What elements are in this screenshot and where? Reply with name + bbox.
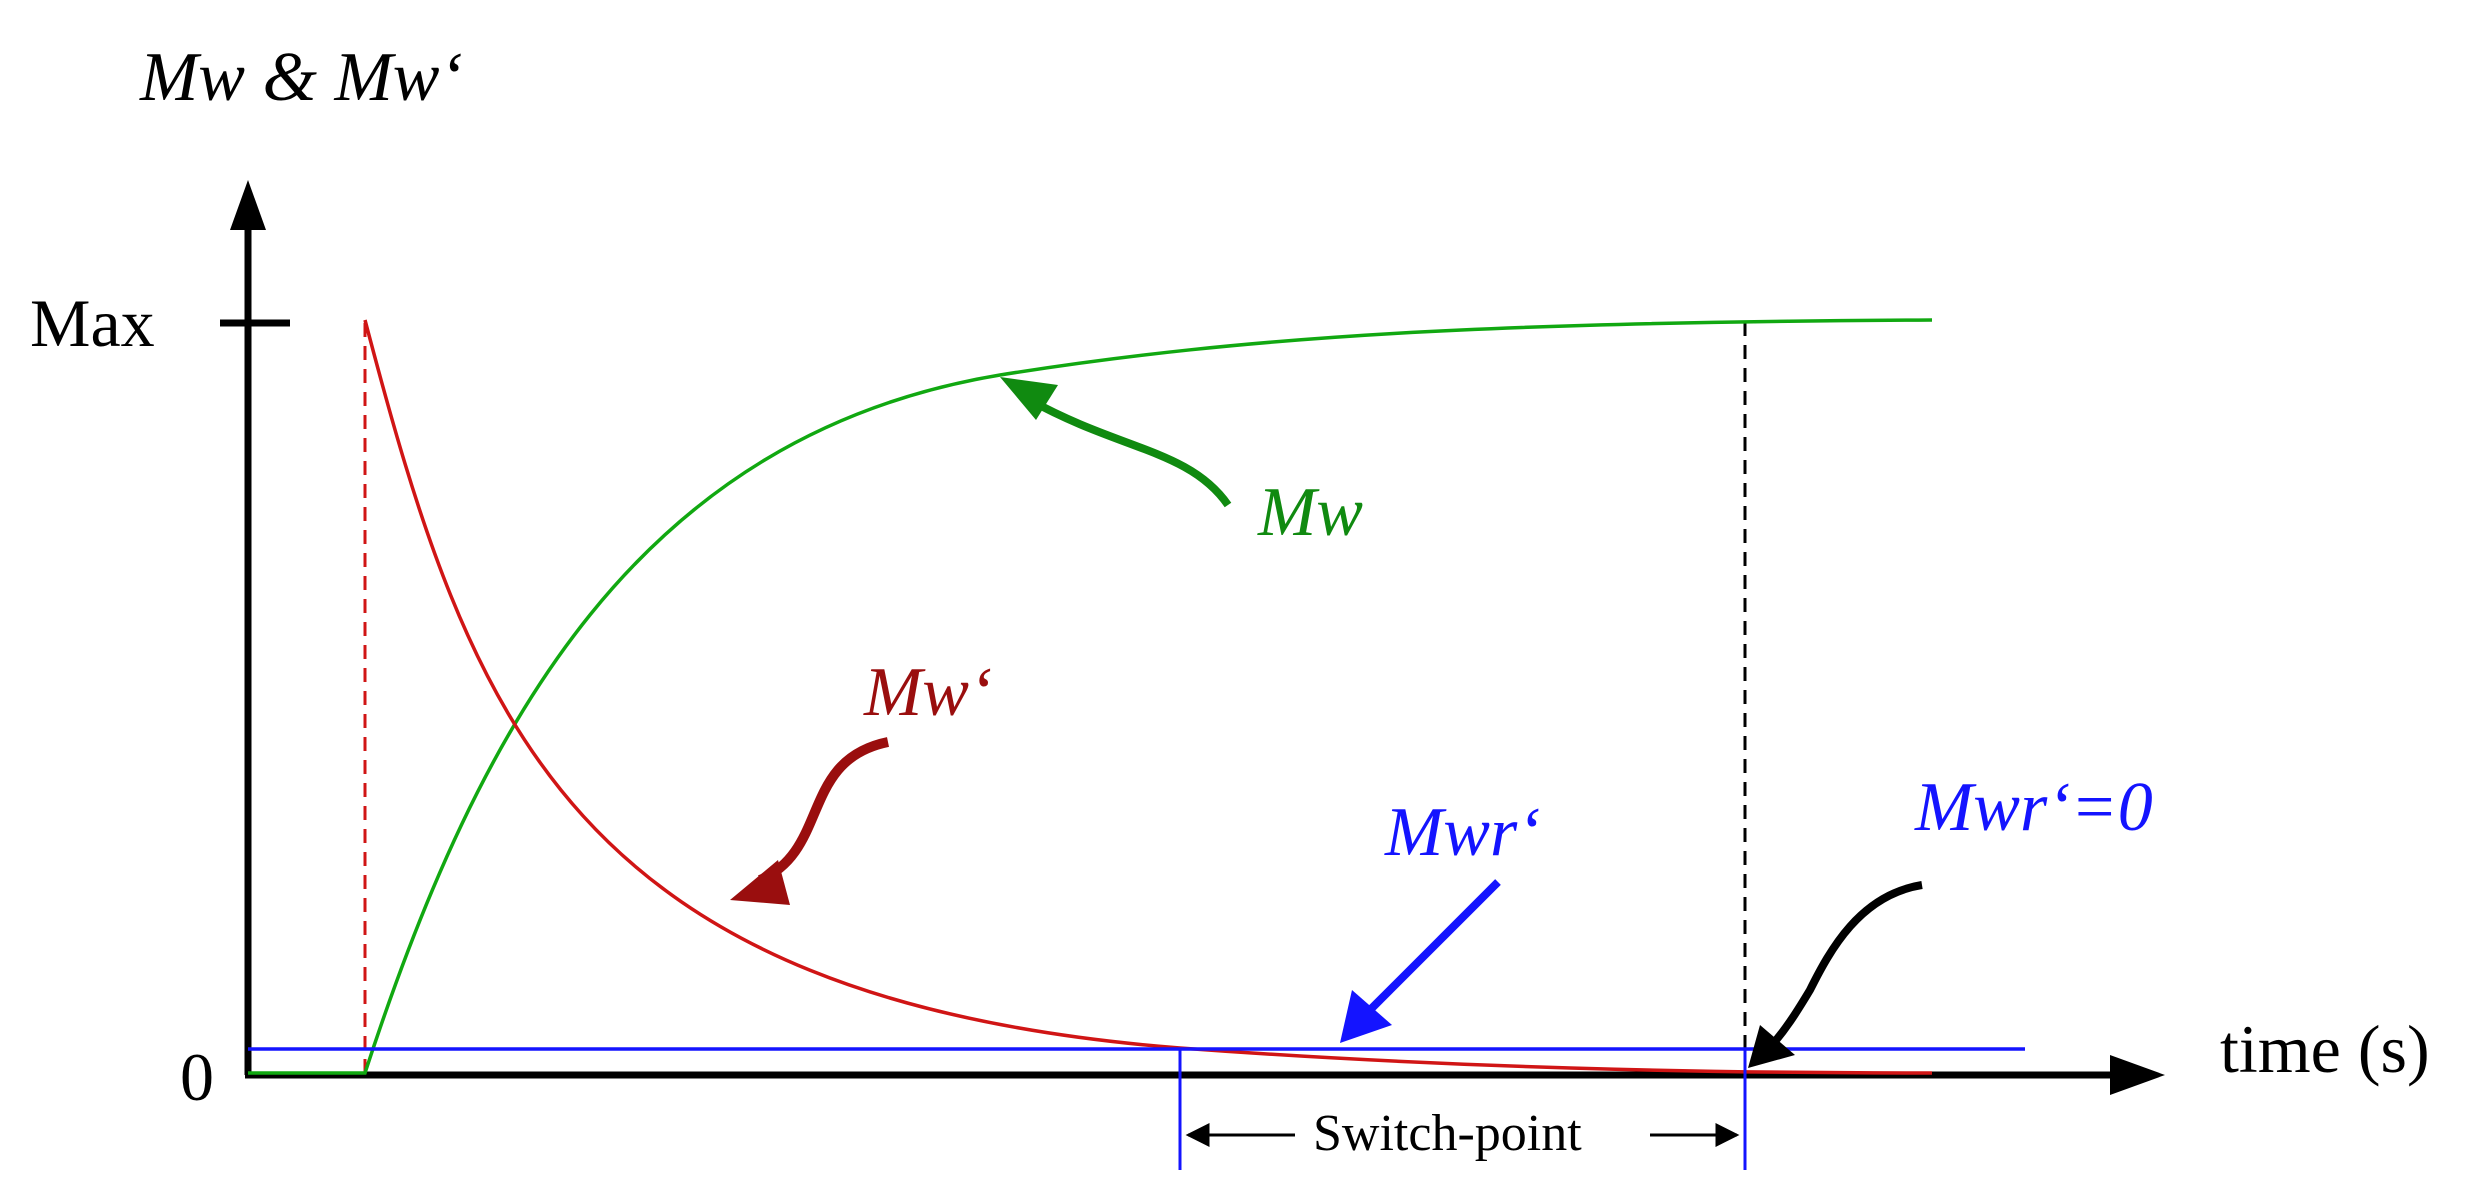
mw-prime-pointer-arrow-icon <box>730 860 790 905</box>
mw-prime-curve <box>363 319 1933 1075</box>
mwr-prime-pointer-arrow-icon <box>1340 990 1392 1043</box>
mw-curve <box>248 318 1933 1075</box>
mwr-zero-pointer-line <box>1768 881 1923 1048</box>
switch-point-label: Switch-point <box>1313 1105 1582 1162</box>
mw-prime-pointer-line <box>757 737 890 885</box>
x-axis-label: time (s) <box>2220 1011 2430 1087</box>
y-axis-label: Mw & Mw‘ <box>139 39 463 116</box>
mw-label: Mw <box>1257 474 1363 551</box>
y-axis-arrow-icon <box>230 180 266 230</box>
mw-pointer-line <box>1028 396 1232 508</box>
zero-tick-label: 0 <box>180 1039 214 1115</box>
axes <box>220 180 2165 1095</box>
mwr-zero-pointer-arrow-icon <box>1748 1025 1795 1068</box>
mwr-prime-pointer-line <box>1367 879 1501 1013</box>
mw-prime-label: Mw‘ <box>863 654 992 731</box>
x-axis-arrow-icon <box>2110 1055 2165 1095</box>
max-tick-label: Max <box>30 285 155 361</box>
mwr-prime-label: Mwr‘ <box>1384 794 1541 871</box>
switch-point-bracket: Switch-point <box>1178 1049 1747 1170</box>
mw-pointer-arrow-icon <box>1000 377 1058 420</box>
mwr-prime-zero-label: Mwr‘=0 <box>1914 769 2153 846</box>
